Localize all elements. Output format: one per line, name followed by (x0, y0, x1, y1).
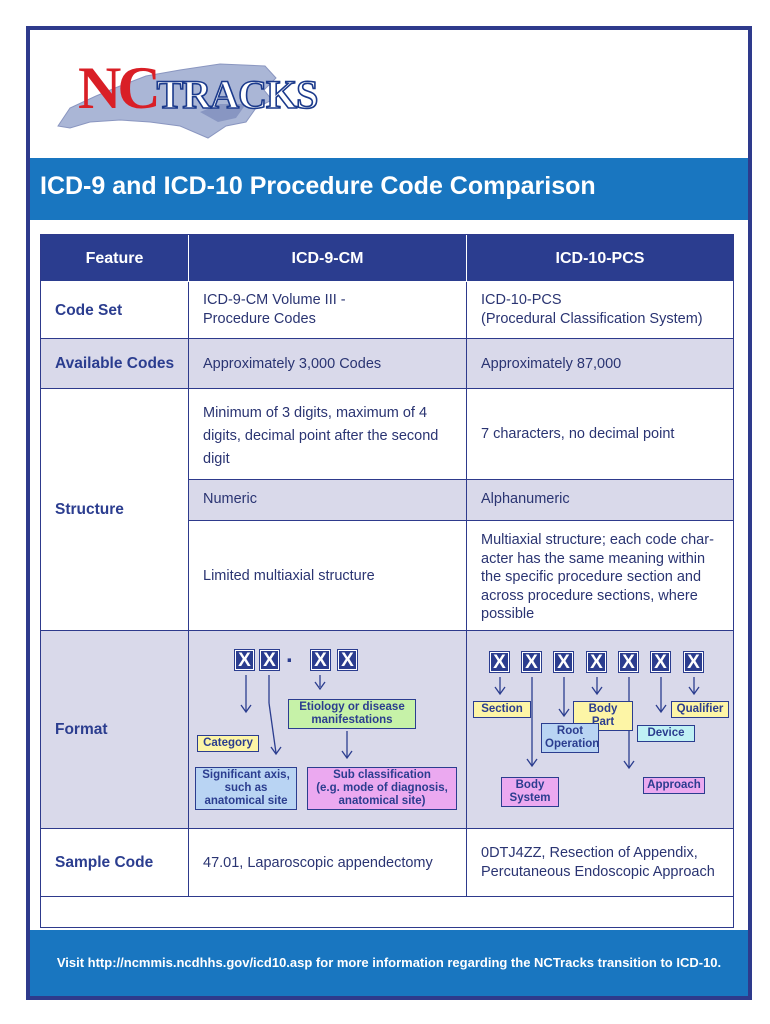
label-sub-classification: Sub classification (e.g. mode of diagnos… (307, 767, 457, 810)
icd9-char-3: X (310, 649, 331, 671)
feature-sample-code: Sample Code (41, 829, 189, 897)
structure-line: across procedure sections, where (481, 587, 698, 604)
structure-line: digit (203, 451, 230, 467)
label-significant-axis: Significant axis, such as anatomical sit… (195, 767, 297, 810)
sample-line: Percutaneous Endoscopic Approach (481, 864, 715, 880)
format-icd9-diagram: X X . X X Etiology or disease manifestat… (189, 631, 467, 829)
structure-type-icd9: Numeric (189, 480, 467, 521)
sample-line: 0DTJ4ZZ, Resection of Appendix, (481, 845, 698, 861)
structure-digits-icd9: Minimum of 3 digits, maximum of 4 digits… (189, 389, 467, 480)
label-line: such as (224, 782, 268, 794)
label-root-operation: Root Operation (541, 723, 599, 753)
label-line: Etiology or disease (299, 701, 405, 713)
icd10-char-7: X (683, 651, 704, 673)
format-icd10-diagram: X X X X X X X Section Body Part Qualifie… (467, 631, 733, 829)
label-line: manifestations (311, 714, 393, 726)
feature-available-codes: Available Codes (41, 339, 189, 389)
label-category: Category (197, 735, 259, 752)
icd10-char-3: X (553, 651, 574, 673)
nc-state-map-logo (57, 63, 277, 139)
label-line: System (509, 792, 551, 804)
sample-icd10: 0DTJ4ZZ, Resection of Appendix, Percutan… (467, 829, 733, 897)
icd9-char-1: X (234, 649, 255, 671)
structure-line: Minimum of 3 digits, maximum of 4 (203, 405, 428, 421)
icd10-char-4: X (586, 651, 607, 673)
feature-structure: Structure (41, 389, 189, 631)
logo-tracks: TRACKS (156, 72, 319, 117)
nctracks-logo: NCTRACKS (78, 55, 319, 121)
label-body-system: Body System (501, 777, 559, 807)
structure-digits-icd10: 7 characters, no decimal point (467, 389, 733, 480)
code-set-icd10: ICD-10-PCS (Procedural Classification Sy… (467, 282, 733, 339)
feature-code-set: Code Set (41, 282, 189, 339)
label-line: anatomical site (204, 795, 288, 807)
code-set-icd9-line: ICD-9-CM Volume III - (203, 292, 346, 308)
structure-axial-icd10: Multiaxial structure; each code char- ac… (467, 521, 733, 631)
structure-type-icd10: Alphanumeric (467, 480, 733, 521)
label-line: anatomical site) (338, 795, 426, 807)
title-bar: ICD-9 and ICD-10 Procedure Code Comparis… (30, 158, 748, 220)
label-qualifier: Qualifier (671, 701, 729, 718)
label-line: Sub classification (333, 769, 431, 781)
structure-axial-icd9: Limited multiaxial structure (189, 521, 467, 631)
label-device: Device (637, 725, 695, 742)
label-line: Operation (545, 738, 600, 750)
label-approach: Approach (643, 777, 705, 794)
structure-line: acter has the same meaning within (481, 550, 706, 567)
header-icd10: ICD-10-PCS (467, 235, 733, 282)
feature-format: Format (41, 631, 189, 829)
structure-line: the specific procedure section and (481, 569, 702, 585)
code-set-icd9-line: Procedure Codes (203, 311, 316, 327)
icd9-decimal-point: . (286, 641, 293, 668)
logo-nc: NC (78, 55, 161, 121)
code-set-icd10-line: ICD-10-PCS (481, 292, 562, 308)
footer-bar: Visit http://ncmmis.ncdhhs.gov/icd10.asp… (30, 930, 748, 996)
header-feature: Feature (41, 235, 189, 282)
label-line: Root (556, 725, 584, 737)
page-title: ICD-9 and ICD-10 Procedure Code Comparis… (40, 172, 596, 200)
available-icd9: Approximately 3,000 Codes (189, 339, 467, 389)
format-icd9-arrows (240, 675, 353, 760)
icd10-char-1: X (489, 651, 510, 673)
code-set-icd10-line: (Procedural Classification System) (481, 311, 703, 327)
code-set-icd9: ICD-9-CM Volume III - Procedure Codes (189, 282, 467, 339)
icd10-char-2: X (521, 651, 542, 673)
header-icd9: ICD-9-CM (189, 235, 467, 282)
structure-line: digits, decimal point after the second (203, 428, 439, 444)
icd9-char-4: X (337, 649, 358, 671)
comparison-table: Feature ICD-9-CM ICD-10-PCS Code Set ICD… (40, 234, 734, 928)
label-line: (e.g. mode of diagnosis, (316, 782, 448, 794)
available-icd10: Approximately 87,000 (467, 339, 733, 389)
icd10-char-6: X (650, 651, 671, 673)
structure-line: possible (481, 606, 535, 622)
sample-icd9: 47.01, Laparoscopic appendectomy (189, 829, 467, 897)
label-etiology: Etiology or disease manifestations (288, 699, 416, 729)
structure-line: Multiaxial structure; each code char- (481, 532, 714, 548)
icd10-char-5: X (618, 651, 639, 673)
format-icd10-arrows (494, 677, 700, 770)
label-line: Body (515, 779, 545, 791)
footer-text: Visit http://ncmmis.ncdhhs.gov/icd10.asp… (56, 955, 722, 970)
label-section: Section (473, 701, 531, 718)
label-line: Significant axis, (202, 769, 290, 781)
icd9-char-2: X (259, 649, 280, 671)
